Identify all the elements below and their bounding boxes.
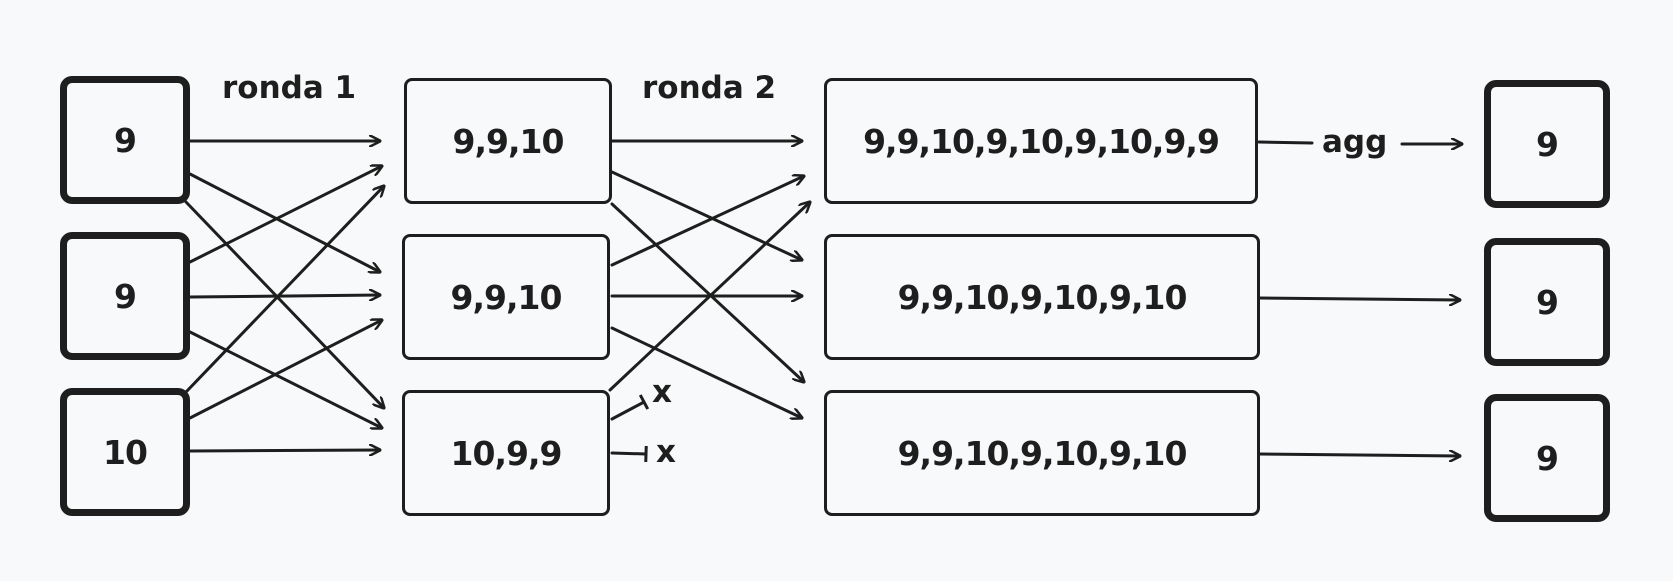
r1-arrow-a-to-3 xyxy=(184,200,384,408)
round1-node-3: 10,9,9 xyxy=(402,390,610,516)
input-node-2: 9 xyxy=(60,232,190,360)
agg-line-left xyxy=(1257,140,1314,145)
agg-label: agg xyxy=(1322,124,1388,160)
round2-label: ronda 2 xyxy=(642,70,777,106)
input-node-1: 9 xyxy=(60,76,190,204)
round1-node-1: 9,9,10 xyxy=(404,78,612,204)
dropped-mark-2: x xyxy=(656,434,676,470)
r1-arrow-b-to-2 xyxy=(188,295,382,297)
r2-arrow-1-to-2 xyxy=(610,170,802,260)
r1-arrow-b-to-3 xyxy=(188,330,382,428)
output-node-1: 9 xyxy=(1484,80,1610,208)
r2-arrow-3-to-1 xyxy=(608,202,810,392)
output-node-2: 9 xyxy=(1484,238,1610,366)
output-node-3: 9 xyxy=(1484,394,1610,522)
r2-arrow-2-to-1 xyxy=(610,176,804,267)
round1-label: ronda 1 xyxy=(222,70,357,106)
r2-arrow-2-to-3 xyxy=(610,326,802,418)
r1-arrow-c-to-1 xyxy=(184,186,384,394)
dropped-mark-1: x xyxy=(652,374,672,410)
r1-arrow-b-to-1 xyxy=(188,166,382,264)
round1-node-2: 9,9,10 xyxy=(402,234,610,360)
r1-arrow-c-to-3 xyxy=(188,450,382,451)
arrow-to-output-3 xyxy=(1257,454,1462,456)
dropped-arrow-2 xyxy=(610,445,648,463)
r1-arrow-a-to-2 xyxy=(188,172,380,272)
r1-arrow-c-to-2 xyxy=(188,320,382,420)
round2-node-1: 9,9,10,9,10,9,10,9,9 xyxy=(824,78,1258,204)
r2-arrow-1-to-3 xyxy=(610,202,804,382)
round2-node-2: 9,9,10,9,10,9,10 xyxy=(824,234,1260,360)
input-node-3: 10 xyxy=(60,388,190,516)
dropped-arrow-1 xyxy=(610,394,650,421)
round2-node-3: 9,9,10,9,10,9,10 xyxy=(824,390,1260,516)
arrow-to-output-2 xyxy=(1257,298,1462,300)
